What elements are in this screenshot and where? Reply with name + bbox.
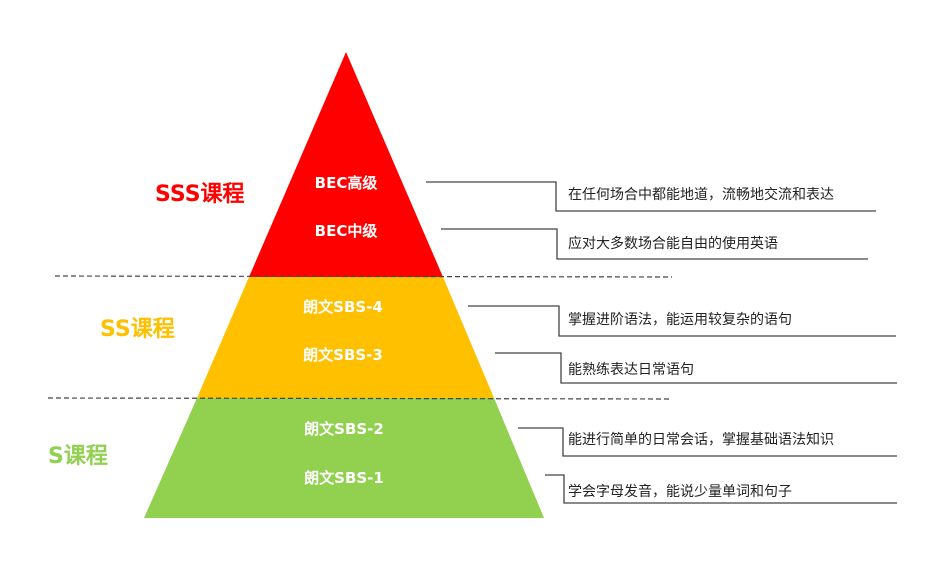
tier-label: BEC高级 <box>315 174 379 192</box>
level-label-ss: SS课程 <box>100 317 175 342</box>
tier-description: 应对大多数场合能自由的使用英语 <box>568 235 778 252</box>
level-label-sss: SSS课程 <box>155 182 245 207</box>
tier-label: 朗文SBS-3 <box>303 346 383 364</box>
tier-label: 朗文SBS-1 <box>304 469 384 487</box>
connector-line <box>426 181 876 212</box>
connector-line <box>441 228 868 260</box>
tier-label: 朗文SBS-4 <box>303 298 383 316</box>
tier-description: 学会字母发音，能说少量单词和句子 <box>568 483 792 500</box>
level-label-s: S课程 <box>48 444 108 469</box>
pyramid-band-s <box>144 398 544 518</box>
divider-ss-s <box>47 397 673 400</box>
pyramid-band-sss <box>249 52 443 277</box>
connector-line <box>468 305 896 337</box>
tier-description: 能进行简单的日常会话，掌握基础语法知识 <box>568 431 834 448</box>
tier-description: 在任何场合中都能地道，流畅地交流和表达 <box>568 186 834 203</box>
connector-line <box>518 427 897 457</box>
tier-description: 掌握进阶语法，能运用较复杂的语句 <box>568 311 792 328</box>
connector-line <box>495 352 897 384</box>
connector-line <box>545 474 897 504</box>
pyramid-band-ss <box>197 277 494 398</box>
tier-label: BEC中级 <box>315 222 379 240</box>
divider-sss-ss <box>54 275 673 278</box>
tier-description: 能熟练表达日常语句 <box>568 362 694 378</box>
tier-label: 朗文SBS-2 <box>304 420 384 438</box>
